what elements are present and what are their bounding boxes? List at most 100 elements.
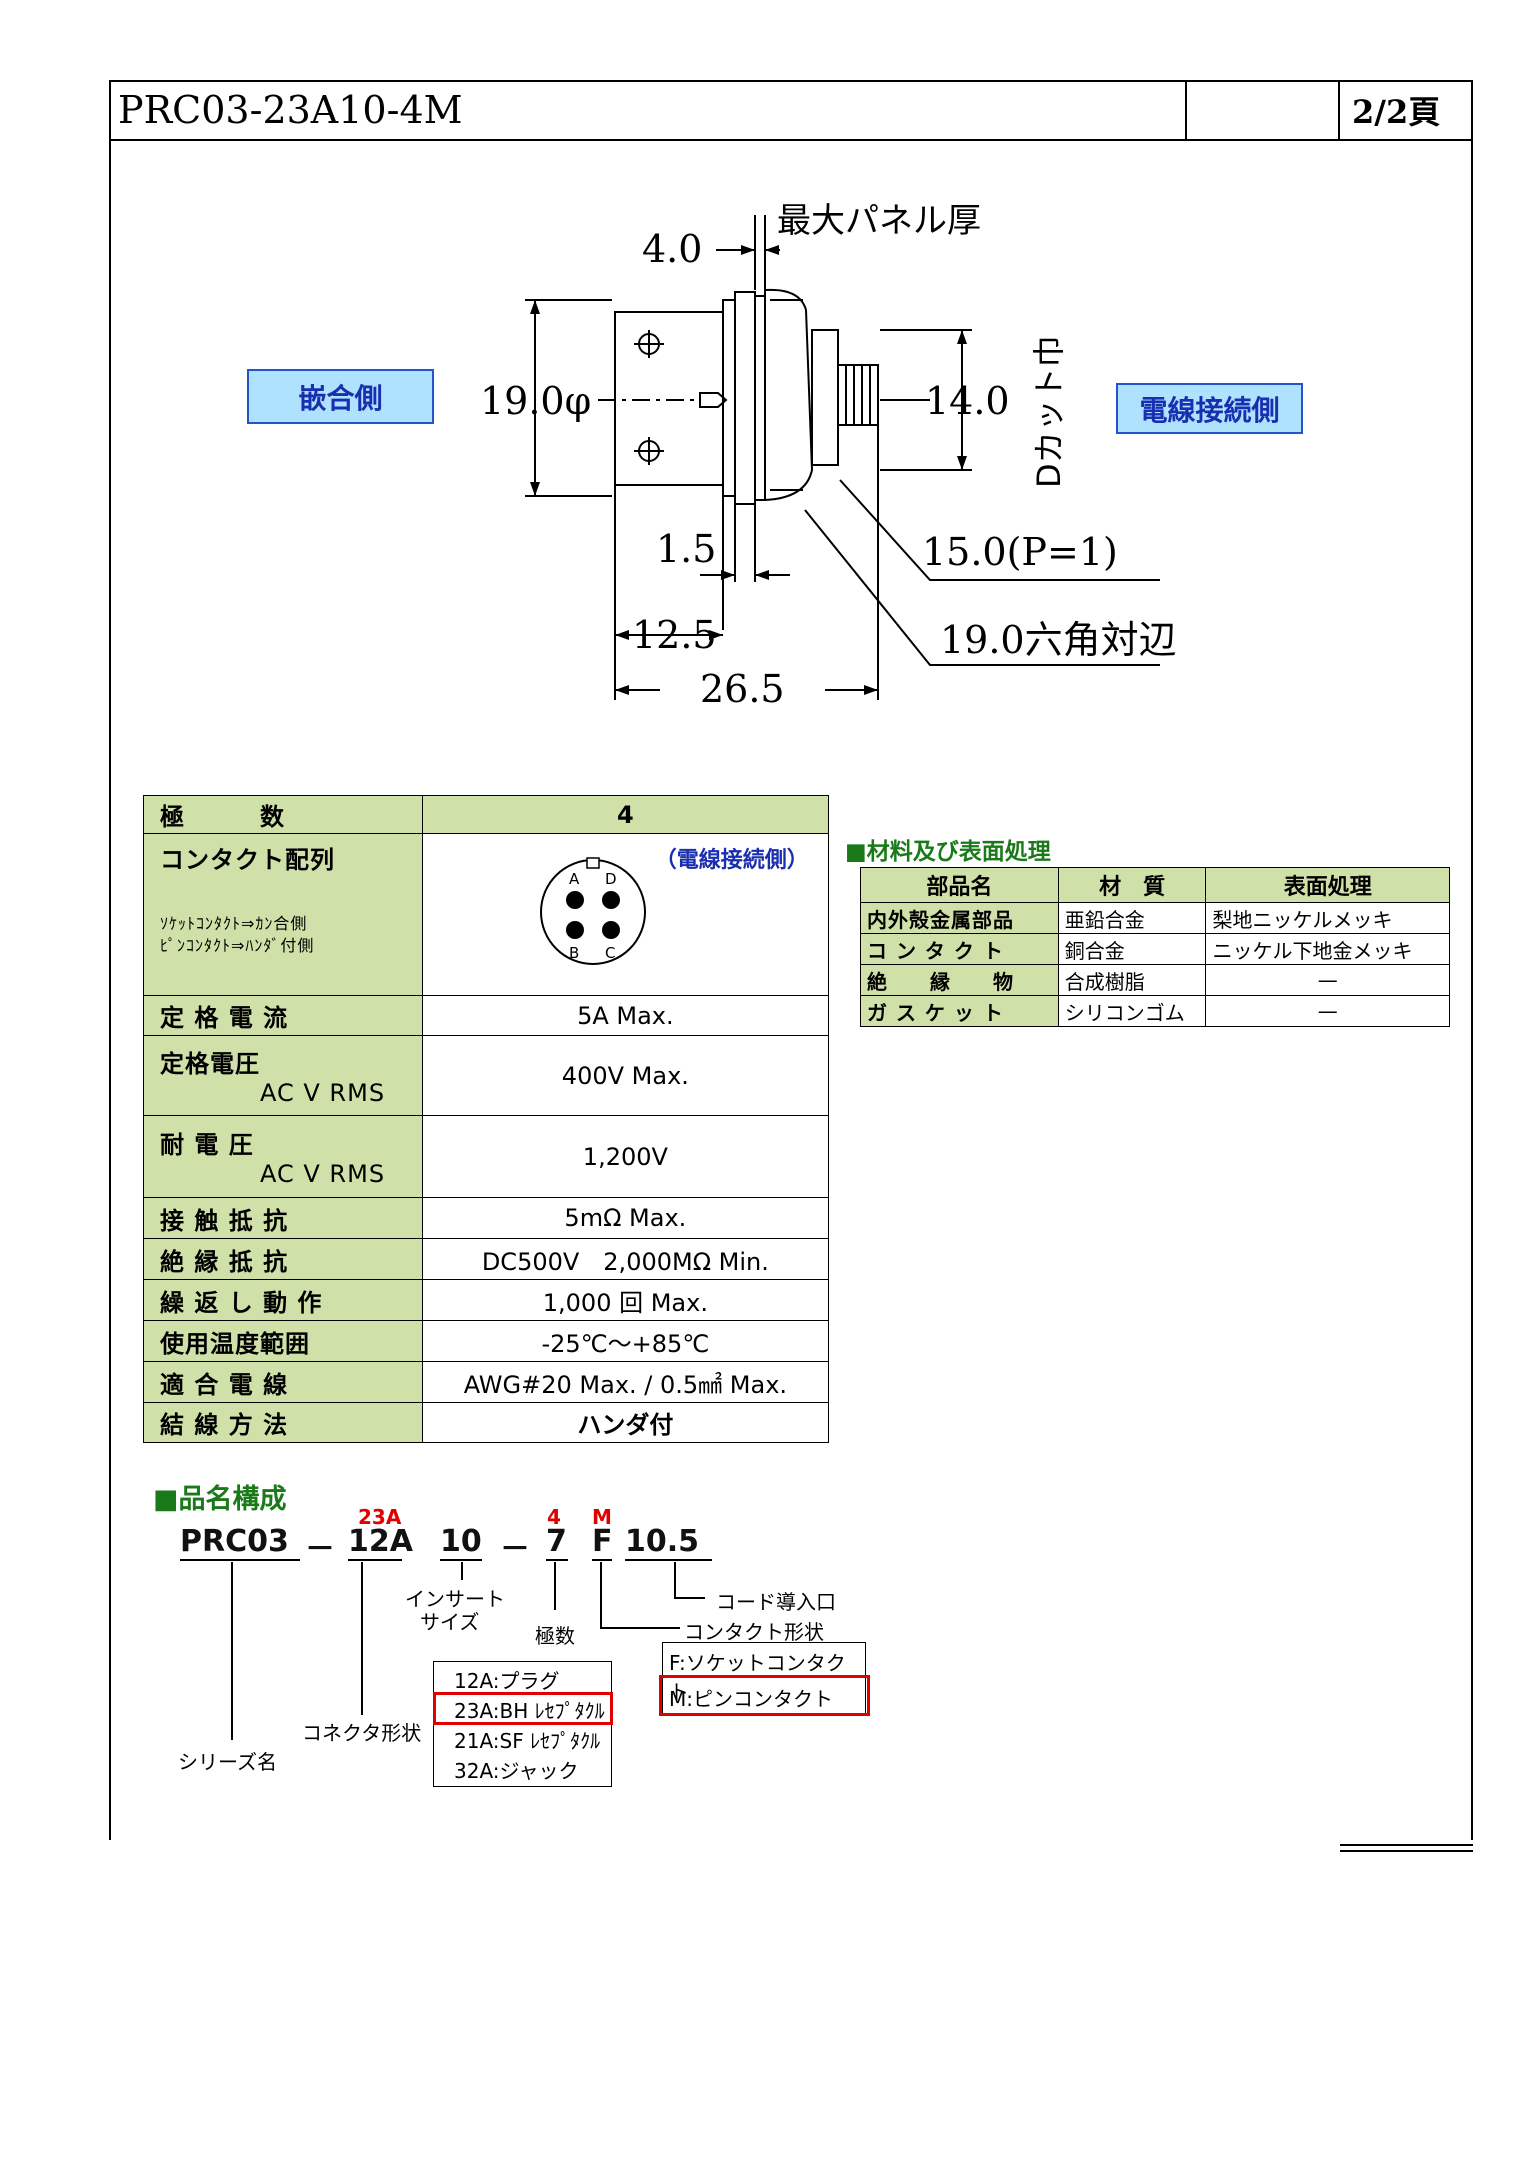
spec-value: 1,000 回 Max. — [421, 1279, 830, 1321]
spec-row-contact-resistance: 接 触 抵 抗 5mΩ Max. — [143, 1197, 830, 1239]
header-cell-divider — [1185, 80, 1187, 140]
pn-poles: 7 — [546, 1524, 567, 1559]
spec-value: DC500V 2,000MΩ Min. — [421, 1238, 830, 1280]
contact-layout-cell: A D B C （電線接続側） — [421, 833, 830, 996]
materials-cell: ガ ス ケ ッ ト — [860, 995, 1059, 1027]
spec-row-cycles: 繰 返 し 動 作 1,000 回 Max. — [143, 1279, 830, 1321]
spec-row-current: 定 格 電 流 5A Max. — [143, 995, 830, 1036]
withstand-label: 耐 電 圧 — [160, 1131, 254, 1159]
contact-selected-highlight — [659, 1675, 870, 1716]
pn-insert: 10 — [440, 1524, 482, 1559]
materials-cell: 絶 縁 物 — [860, 964, 1059, 996]
materials-cell: コ ン タ ク ト — [860, 933, 1059, 965]
frame-left-border — [109, 80, 111, 1840]
materials-row: 内外殻金属部品 亜鉛合金 梨地ニッケルメッキ — [860, 902, 1450, 934]
poles-override: 4 — [547, 1505, 561, 1529]
spec-value: 5mΩ Max. — [421, 1197, 830, 1239]
materials-cell: 合成樹脂 — [1057, 964, 1206, 996]
spec-row-wire: 適 合 電 線 AWG#20 Max. / 0.5㎟ Max. — [143, 1361, 830, 1403]
pn-entry: 10.5 — [625, 1524, 700, 1559]
contact-option: F:ソケットコンタクト — [669, 1651, 846, 1704]
voltage-label: 定格電圧 — [160, 1050, 260, 1078]
materials-col-header: 材 質 — [1057, 867, 1207, 903]
materials-cell: 内外殻金属部品 — [860, 902, 1059, 934]
spec-row-temperature: 使用温度範囲 -25℃～+85℃ — [143, 1320, 830, 1362]
materials-header-row: 部品名 材 質 表面処理 — [860, 867, 1450, 903]
contact-layout-label: コンタクト配列 — [160, 846, 335, 874]
pn-series: PRC03 — [180, 1524, 289, 1559]
label-connector-shape: コネクタ形状 — [302, 1721, 422, 1745]
pn-contact: F — [592, 1524, 613, 1559]
contact-note-socket: ｿｹｯﾄｺﾝﾀｸﾄ⇒ｶﾝ合側 — [160, 914, 308, 933]
spec-row-contact-layout: コンタクト配列 ｿｹｯﾄｺﾝﾀｸﾄ⇒ｶﾝ合側 ﾋﾟﾝｺﾝﾀｸﾄ⇒ﾊﾝﾀﾞ付側 A… — [143, 833, 830, 996]
contact-layout-diagram: A D B C — [539, 857, 646, 965]
connector-dimension-drawing: 4.0 最大パネル厚 19.0φ 14.0 Dカット巾 1.5 15.0(P=1… — [480, 201, 1177, 711]
pin-label-c: C — [605, 944, 615, 962]
materials-cell: ニッケル下地金メッキ — [1205, 933, 1450, 965]
spec-label-withstand: 耐 電 圧 AC V RMS — [143, 1115, 423, 1198]
spec-label: 使用温度範囲 — [143, 1320, 423, 1362]
materials-cell: 亜鉛合金 — [1057, 902, 1206, 934]
contact-override: M — [592, 1505, 612, 1529]
materials-cell: 梨地ニッケルメッキ — [1205, 902, 1450, 934]
dim-d-cut: Dカット巾 — [1030, 335, 1068, 488]
materials-cell: シリコンゴム — [1057, 995, 1206, 1027]
footer-line — [1340, 1850, 1473, 1852]
spec-row-method: 結 線 方 法 ハンダ付 — [143, 1402, 830, 1443]
materials-cell: — — [1205, 964, 1450, 996]
pn-dash: － — [305, 1532, 335, 1567]
label-poles: 極数 — [535, 1624, 575, 1648]
dim-19-hex: 19.0六角対辺 — [940, 618, 1177, 662]
contact-note-pin: ﾋﾟﾝｺﾝﾀｸﾄ⇒ﾊﾝﾀﾞ付側 — [160, 936, 315, 955]
dim-12-5: 12.5 — [632, 613, 717, 657]
dim-14-0: 14.0 — [925, 379, 1010, 423]
spec-label: 結 線 方 法 — [143, 1402, 423, 1443]
dim-max-panel: 最大パネル厚 — [777, 201, 981, 241]
materials-heading: ■材料及び表面処理 — [845, 839, 1051, 865]
dim-15-0: 15.0(P=1) — [922, 530, 1118, 574]
pn-dash: － — [500, 1532, 530, 1567]
dim-1-5: 1.5 — [656, 527, 716, 571]
shape-override: 23A — [358, 1505, 402, 1529]
label-entry: コード導入口 — [716, 1590, 836, 1614]
materials-row: 絶 縁 物 合成樹脂 — — [860, 964, 1450, 996]
spec-row-poles: 極 数 4 — [143, 795, 830, 834]
dim-19-phi: 19.0φ — [480, 379, 591, 423]
spec-label-voltage: 定格電圧 AC V RMS — [143, 1035, 423, 1116]
label-contact-shape: コンタクト形状 — [684, 1620, 824, 1644]
contact-side-label: （電線接続側） — [654, 848, 809, 873]
shape-option: 12A:プラグ — [454, 1669, 560, 1693]
spec-label: 極 数 — [143, 795, 423, 834]
shape-option: 32A:ジャック — [454, 1759, 579, 1783]
materials-row: コ ン タ ク ト 銅合金 ニッケル下地金メッキ — [860, 933, 1450, 965]
header-divider — [109, 139, 1473, 141]
spec-table: 極 数 4 コンタクト配列 ｿｹｯﾄｺﾝﾀｸﾄ⇒ｶﾝ合側 ﾋﾟﾝｺﾝﾀｸﾄ⇒ﾊﾝ… — [143, 795, 830, 1443]
materials-col-header: 表面処理 — [1205, 867, 1450, 903]
materials-cell: — — [1205, 995, 1450, 1027]
dim-4-0: 4.0 — [642, 227, 702, 271]
part-number-heading: ■品名構成 — [153, 1484, 287, 1515]
pin-label-b: B — [569, 944, 579, 962]
shape-option: 21A:SF ﾚｾﾌﾟﾀｸﾙ — [454, 1729, 601, 1753]
pin-label-d: D — [605, 870, 617, 888]
spec-row-insulation: 絶 縁 抵 抗 DC500V 2,000MΩ Min. — [143, 1238, 830, 1280]
materials-row: ガ ス ケ ッ ト シリコンゴム — — [860, 995, 1450, 1027]
label-insert-1: インサート — [405, 1587, 505, 1611]
spec-value: AWG#20 Max. / 0.5㎟ Max. — [421, 1361, 830, 1403]
spec-value: -25℃～+85℃ — [421, 1320, 830, 1362]
materials-cell: 銅合金 — [1057, 933, 1206, 965]
spec-value: 4 — [421, 795, 830, 834]
document-title: PRC03-23A10-4M — [118, 88, 463, 132]
materials-table: 部品名 材 質 表面処理 内外殻金属部品 亜鉛合金 梨地ニッケルメッキ コ ン … — [860, 867, 1450, 1027]
wire-side-label: 電線接続側 — [1116, 383, 1303, 434]
header-cell-divider — [1338, 80, 1340, 140]
spec-label-contact: コンタクト配列 ｿｹｯﾄｺﾝﾀｸﾄ⇒ｶﾝ合側 ﾋﾟﾝｺﾝﾀｸﾄ⇒ﾊﾝﾀﾞ付側 — [143, 833, 423, 996]
footer-line — [1340, 1844, 1473, 1846]
spec-row-withstand: 耐 電 圧 AC V RMS 1,200V — [143, 1115, 830, 1198]
spec-value: 1,200V — [421, 1115, 830, 1198]
spec-row-voltage: 定格電圧 AC V RMS 400V Max. — [143, 1035, 830, 1116]
frame-right-border — [1471, 80, 1473, 1840]
shape-option: 23A:BH ﾚｾﾌﾟﾀｸﾙ — [454, 1699, 605, 1723]
spec-label: 繰 返 し 動 作 — [143, 1279, 423, 1321]
mating-side-label: 嵌合側 — [247, 369, 434, 424]
